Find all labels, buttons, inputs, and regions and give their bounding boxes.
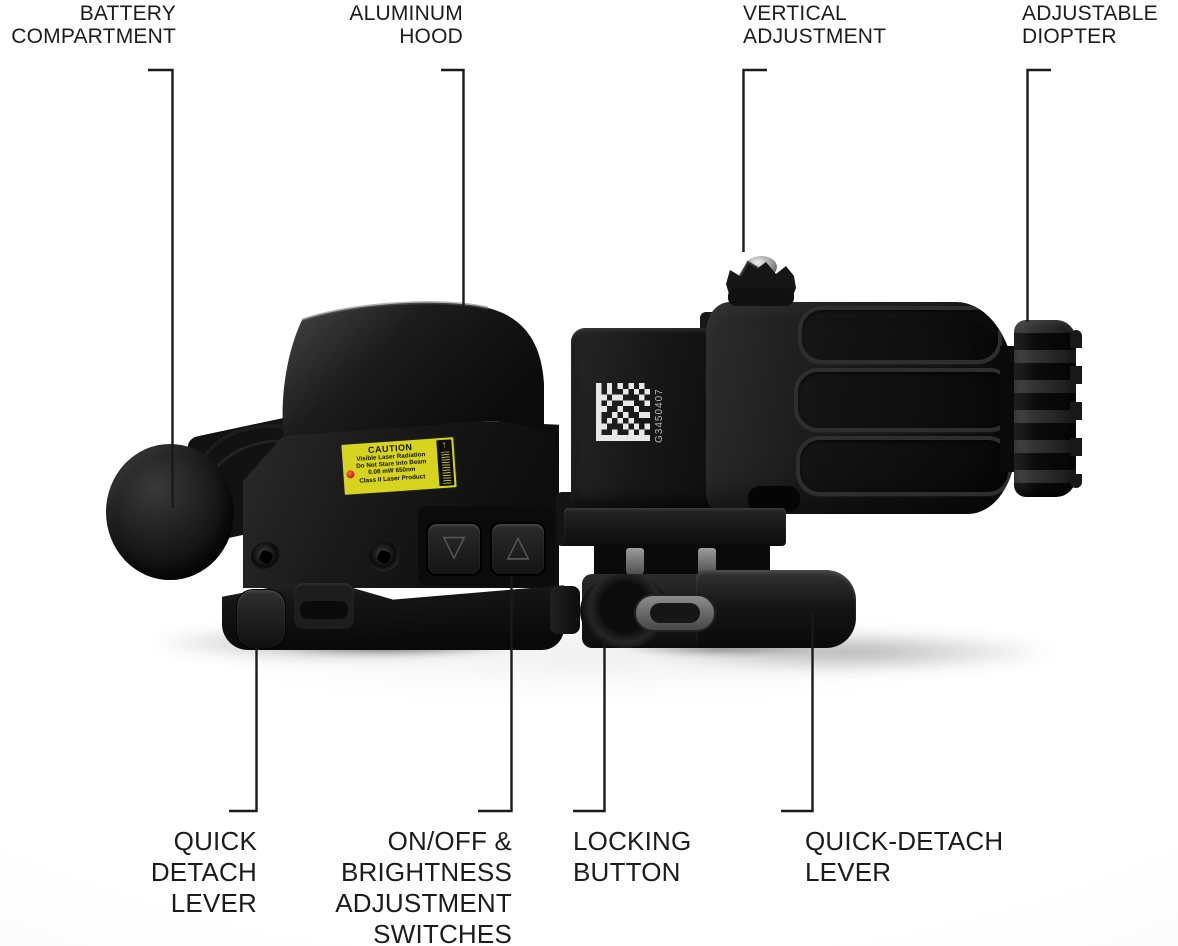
callout-line-vertical-adjustment	[742, 68, 767, 252]
quick-detach-lever	[237, 590, 285, 648]
housing-slot	[748, 486, 800, 512]
callout-line-aluminum-hood	[441, 68, 465, 318]
magnifier-rear-housing	[706, 302, 1016, 514]
callout-line-battery-compartment	[148, 68, 174, 508]
adjustable-diopter-ring	[1014, 320, 1076, 497]
mount-prong	[698, 548, 716, 576]
vertical-adjustment-label: VERTICAL ADJUSTMENT	[743, 2, 887, 48]
onoff-brightness-label: ON/OFF & BRIGHTNESS ADJUSTMENT SWITCHES	[335, 826, 512, 946]
diopter-knurl-teeth	[1070, 330, 1082, 488]
aluminum-hood	[282, 301, 544, 436]
callout-line-locking-button	[573, 637, 606, 813]
caution-sticker-main: CAUTION Visible Laser Radiation Do Not S…	[344, 440, 440, 492]
brightness-up-button: △	[490, 522, 546, 576]
mount-screw-right	[369, 542, 399, 572]
button-panel: ▽ △	[418, 506, 554, 586]
grip-ridge	[794, 368, 1014, 432]
serial-number: G3450407	[654, 388, 665, 443]
locking-button-core	[650, 603, 700, 623]
vertical-adjustment-knob	[726, 256, 796, 306]
data-matrix-code	[596, 383, 650, 441]
quick-detach-lever-magnifier-label: QUICK-DETACH LEVER	[805, 826, 1004, 887]
grip-ridge	[796, 436, 1012, 496]
mount-prong	[626, 548, 644, 576]
qd-lever-hinge-slot	[300, 601, 348, 619]
triangle-down-icon: ▽	[442, 530, 466, 563]
up-arrow-icon: ↑	[441, 439, 448, 451]
triangle-up-icon: △	[506, 530, 530, 563]
caution-body-text: Visible Laser Radiation Do Not Stare Int…	[356, 451, 427, 485]
locking-button-label: LOCKING BUTTON	[573, 826, 692, 887]
diopter-neck-ring	[1000, 346, 1018, 472]
screw-socket	[376, 549, 392, 565]
magnifier-mount-plate	[564, 508, 786, 546]
grip-ridge	[798, 306, 1002, 364]
base-crossbolt-knob	[550, 586, 580, 634]
adjustable-diopter-label: ADJUSTABLE DIOPTER	[1022, 2, 1158, 48]
quick-detach-lever-label: QUICK DETACH LEVER	[150, 826, 257, 918]
caution-sidebar-microtext	[440, 451, 451, 484]
quick-detach-lever-bar	[696, 570, 856, 648]
battery-compartment-cap	[106, 444, 234, 580]
mount-screw-left	[251, 542, 281, 572]
screw-socket	[258, 549, 274, 565]
callout-line-quick-detach-lever	[229, 648, 258, 813]
brightness-down-button: ▽	[426, 522, 482, 576]
battery-compartment-label: BATTERY COMPARTMENT	[11, 2, 176, 48]
locking-button	[634, 594, 716, 632]
caution-sticker: CAUTION Visible Laser Radiation Do Not S…	[340, 436, 458, 496]
callout-line-adjustable-diopter	[1026, 68, 1051, 322]
aluminum-hood-label: ALUMINUM HOOD	[349, 2, 463, 48]
